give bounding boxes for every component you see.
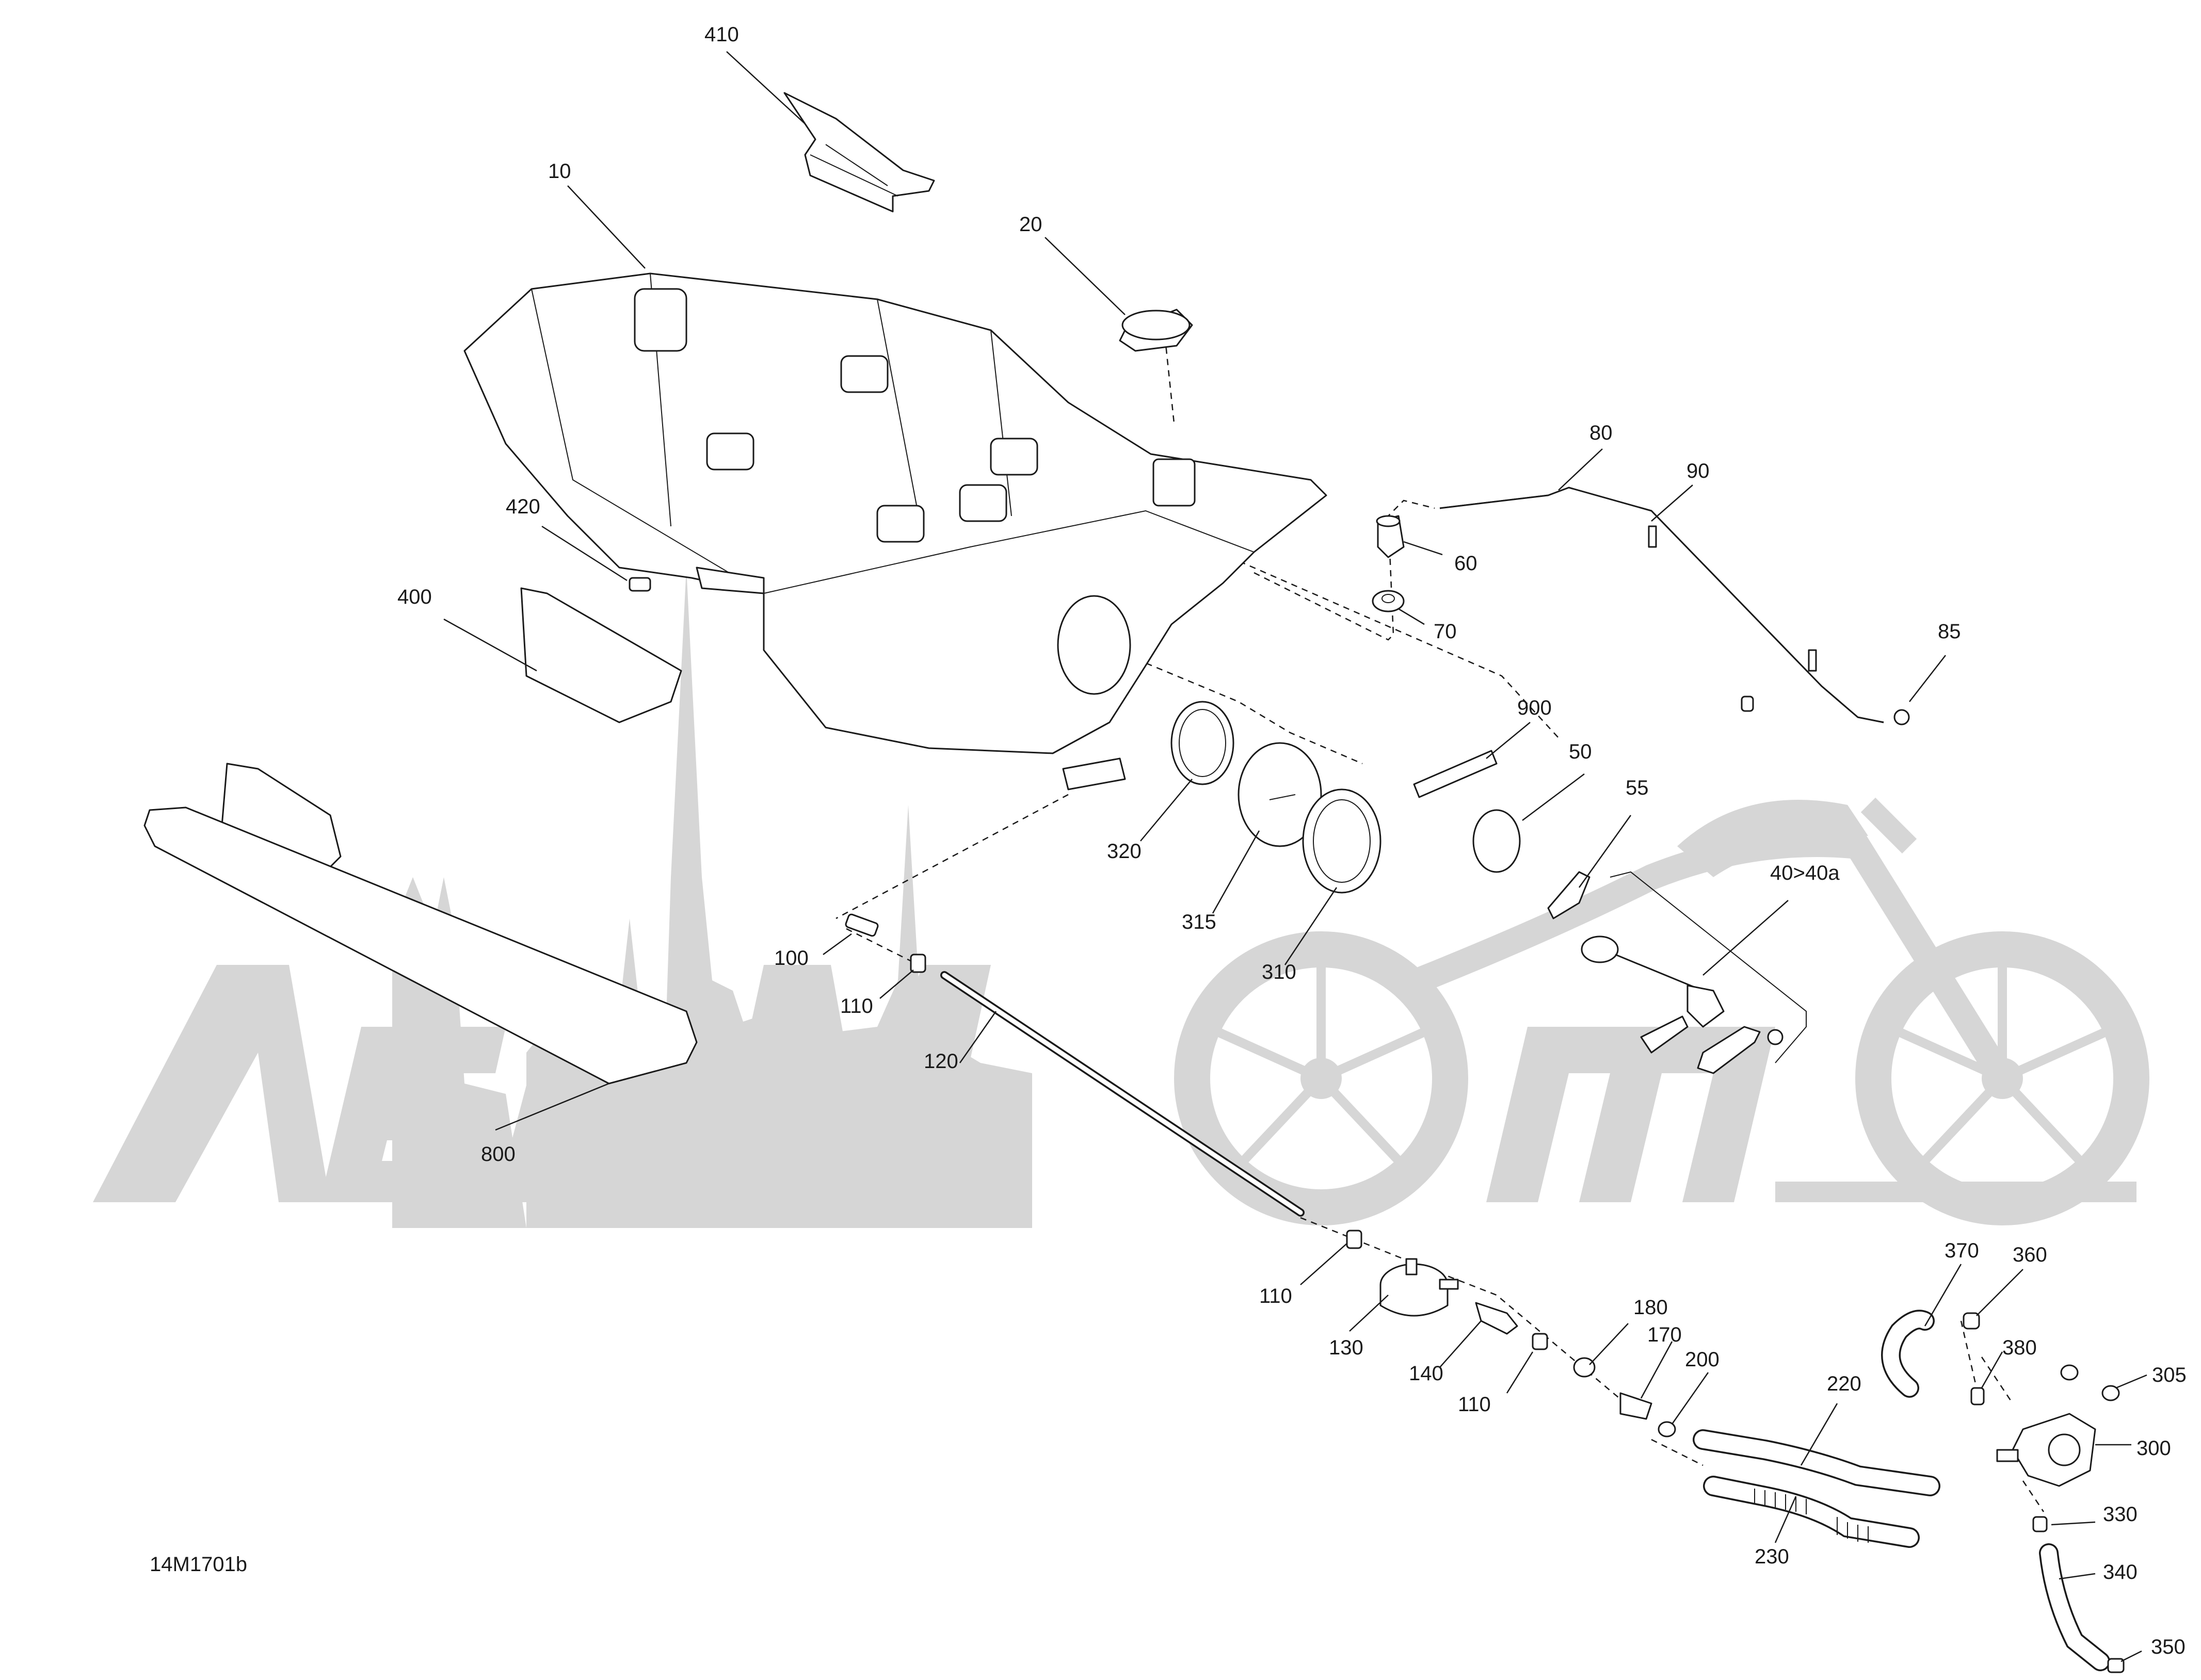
part-110-clamp-upper bbox=[910, 954, 926, 973]
callout-85: 85 bbox=[1938, 620, 1961, 643]
part-70-grommet bbox=[1372, 590, 1405, 612]
callout-800: 800 bbox=[481, 1143, 516, 1166]
callout-120: 120 bbox=[924, 1050, 958, 1073]
callout-230: 230 bbox=[1755, 1545, 1789, 1568]
callout-350: 350 bbox=[2151, 1636, 2186, 1658]
part-410-bracket bbox=[783, 92, 935, 213]
callout-380: 380 bbox=[2002, 1336, 2037, 1359]
part-130-filter bbox=[1379, 1258, 1459, 1317]
part-380-clamp bbox=[1970, 1387, 1985, 1406]
part-400-pad bbox=[520, 587, 682, 723]
part-420-clip bbox=[629, 577, 651, 592]
callout-40-40a: 40>40a bbox=[1770, 862, 1840, 884]
part-20-fuel-cap bbox=[1119, 309, 1193, 352]
callout-labels: 410 10 20 80 90 60 70 85 420 400 900 50 … bbox=[397, 23, 2187, 1658]
part-110-clamp-middle bbox=[1346, 1230, 1362, 1249]
callout-130: 130 bbox=[1329, 1336, 1363, 1359]
callout-370: 370 bbox=[1945, 1239, 1979, 1262]
callout-220: 220 bbox=[1827, 1372, 1861, 1395]
part-180-washer bbox=[1573, 1357, 1596, 1378]
callout-90: 90 bbox=[1686, 460, 1710, 482]
callout-80: 80 bbox=[1589, 422, 1613, 444]
part-55-clip bbox=[1547, 871, 1590, 919]
part-200-clamp bbox=[1658, 1421, 1676, 1437]
callout-900: 900 bbox=[1517, 697, 1552, 719]
part-120-tube bbox=[940, 971, 1305, 1217]
callout-300: 300 bbox=[2136, 1437, 2171, 1460]
part-50-clamp bbox=[1472, 809, 1521, 873]
part-315-plate bbox=[1238, 742, 1322, 847]
part-370-hose bbox=[1881, 1310, 1935, 1398]
callout-315: 315 bbox=[1182, 911, 1216, 933]
part-220-hose bbox=[1693, 1429, 1940, 1496]
part-85-cap bbox=[1741, 696, 1754, 712]
part-360-clamp bbox=[1963, 1312, 1980, 1330]
callout-200: 200 bbox=[1685, 1348, 1720, 1371]
part-300-fuel-filter-housing bbox=[1996, 1413, 2096, 1487]
callout-330: 330 bbox=[2103, 1503, 2138, 1526]
part-80-90-tube bbox=[1439, 487, 1910, 725]
part-310-lock-ring bbox=[1302, 788, 1381, 894]
part-900-strip bbox=[1413, 750, 1498, 798]
part-misc-strip bbox=[1062, 757, 1126, 790]
callout-310: 310 bbox=[1262, 961, 1296, 983]
callout-60: 60 bbox=[1454, 552, 1477, 575]
callout-410: 410 bbox=[704, 23, 739, 46]
callout-50: 50 bbox=[1569, 740, 1592, 763]
part-60-valve bbox=[1376, 515, 1405, 558]
callout-420: 420 bbox=[506, 495, 540, 518]
callout-180: 180 bbox=[1633, 1296, 1668, 1319]
callout-140: 140 bbox=[1409, 1362, 1443, 1385]
part-40-fuel-pump bbox=[1581, 871, 1807, 1074]
part-340-hose bbox=[2039, 1543, 2110, 1671]
callout-55: 55 bbox=[1626, 777, 1649, 799]
part-305-fastener bbox=[2060, 1364, 2120, 1401]
callout-400: 400 bbox=[397, 586, 432, 608]
part-140-elbow bbox=[1475, 1302, 1518, 1335]
callout-360: 360 bbox=[2013, 1243, 2047, 1266]
part-800-pad bbox=[143, 763, 698, 1085]
callout-340: 340 bbox=[2103, 1561, 2138, 1584]
callout-70: 70 bbox=[1434, 620, 1457, 643]
part-110-clamp-lower bbox=[1532, 1333, 1548, 1350]
callout-100: 100 bbox=[774, 947, 809, 970]
fuel-tank bbox=[463, 272, 1327, 754]
callout-10: 10 bbox=[548, 160, 571, 183]
callout-305: 305 bbox=[2152, 1364, 2187, 1386]
diagram-code: 14M1701b bbox=[150, 1553, 247, 1576]
callout-20: 20 bbox=[1019, 213, 1042, 236]
callout-170: 170 bbox=[1647, 1323, 1682, 1346]
leader-lines bbox=[443, 51, 2147, 1662]
part-170-valve bbox=[1619, 1392, 1652, 1420]
callout-110-lower: 110 bbox=[1458, 1393, 1491, 1416]
part-330-clamp bbox=[2032, 1516, 2048, 1532]
part-230-hose bbox=[1703, 1476, 1920, 1548]
part-350-clamp bbox=[2107, 1658, 2125, 1673]
callout-320: 320 bbox=[1107, 840, 1142, 863]
callout-110-upper: 110 bbox=[840, 995, 873, 1017]
part-100-fitting bbox=[845, 913, 879, 937]
part-320-o-ring bbox=[1170, 701, 1234, 785]
callout-110-middle: 110 bbox=[1259, 1285, 1292, 1307]
